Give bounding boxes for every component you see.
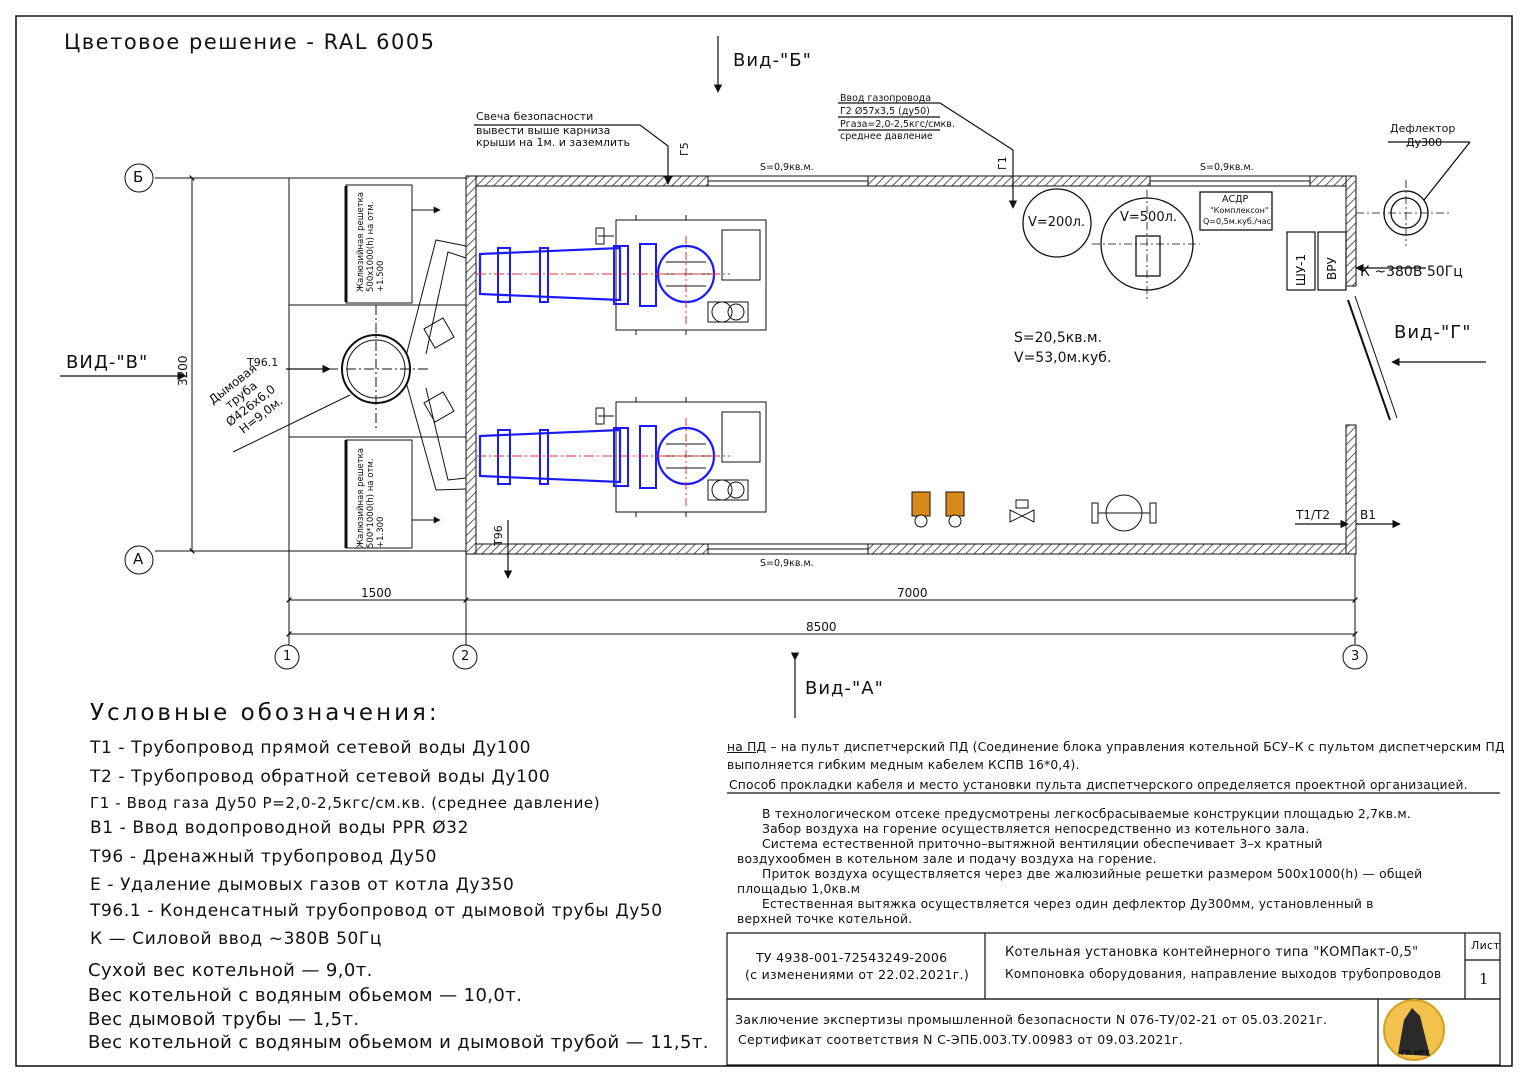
view-b-label: Вид-"Б" (733, 50, 812, 71)
b1-label: В1 (1360, 508, 1376, 522)
candle-note-1: Свеча безопасности (476, 110, 594, 123)
title-block (726, 792, 1501, 1066)
boiler-bottom (476, 397, 767, 517)
shu-label: ШУ-1 (1294, 253, 1308, 286)
pd-line-2: выполняется гибким медным кабелем КСПВ 1… (727, 758, 1080, 772)
axis-bubble-3 (1342, 644, 1368, 670)
candle-note-3: крыши на 1м. и заземлить (476, 136, 630, 149)
axis-label-3: 3 (1351, 649, 1360, 664)
cert-line-1: Заключение экспертизы промышленной безоп… (735, 1012, 1328, 1027)
dimension-lines (189, 175, 1358, 637)
axis-label-1: 1 (283, 649, 292, 664)
view-v-label: ВИД-"В" (66, 352, 149, 373)
opening-area-bottom: S=0,9кв.м. (760, 558, 814, 569)
axis-label-a: А (133, 550, 144, 568)
opening-area-top-1: S=0,9кв.м. (760, 162, 814, 173)
note-para-2: Забор воздуха на горение осуществляется … (762, 822, 1310, 836)
boiler-top (476, 215, 767, 335)
t96-label: Т96 (492, 525, 505, 546)
pumps (911, 491, 1157, 532)
grille-bottom-label: Жалюзийная решетка 500*1000(h) на отм. +… (356, 447, 386, 548)
weight-dry: Сухой вес котельной — 9,0т. (88, 960, 373, 981)
legend-item-e: Е - Удаление дымовых газов от котла Ду35… (90, 875, 515, 895)
pd-line-1: – на пульт диспетчерский ПД (Соединение … (766, 740, 1505, 754)
company-logo (1383, 999, 1445, 1061)
note-para-5: Приток воздуха осуществляется через две … (762, 867, 1423, 881)
axis-bubble-a (124, 545, 154, 575)
dim-7000: 7000 (897, 586, 928, 600)
weight-water: Вес котельной с водяным обьемом — 10,0т. (88, 985, 523, 1006)
arrows (60, 36, 1486, 718)
legend-item-k: К — Силовой ввод ~380В 50Гц (90, 929, 383, 949)
axis-bubble-2 (452, 644, 478, 670)
tanks (1022, 188, 1273, 300)
drawing-name: Компоновка оборудования, направление вых… (1005, 967, 1442, 981)
g5-label: Г5 (678, 142, 691, 156)
note-para-3: Система естественной приточно–вытяжной в… (762, 837, 1323, 851)
weight-total: Вес котельной с водяным обьемом и дымово… (88, 1032, 709, 1053)
legend-item-t2: Т2 - Трубопровод обратной сетевой воды Д… (90, 767, 551, 787)
tu-line-1: ТУ 4938-001-72543249-2006 (756, 950, 948, 965)
grid-axes (124, 163, 1368, 670)
gas-note-4: среднее давление (840, 131, 933, 142)
gas-note-1: Ввод газопровода (840, 93, 932, 104)
pd-lead: на ПД (727, 740, 767, 754)
gas-note-2: Г2 Ø57х3,5 (ду50) (840, 106, 930, 117)
deflector-note-2: Ду300 (1406, 136, 1443, 149)
note-para-7: Естественная вытяжка осуществляется чере… (762, 897, 1374, 911)
dim-8500: 8500 (806, 620, 837, 634)
electrical-cabinets (1286, 231, 1347, 291)
dim-1500: 1500 (361, 586, 392, 600)
legend-item-b1: В1 - Ввод водопроводной воды PPR Ø32 (90, 818, 470, 838)
axis-label-2: 2 (461, 649, 470, 664)
legend-item-t961: Т96.1 - Конденсатный трубопровод от дымо… (90, 901, 663, 921)
room-area-label: S=20,5кв.м. (1014, 330, 1102, 346)
dim-height: 3200 (176, 355, 190, 386)
opening-area-top-2: S=0,9кв.м. (1200, 162, 1254, 173)
legend-item-t1: Т1 - Трубопровод прямой сетевой воды Ду1… (90, 738, 531, 758)
asdr-label-2: "Комплексон" (1210, 206, 1269, 215)
logo-text: ГК ИРТ (1401, 1049, 1430, 1057)
axis-bubble-b (124, 163, 154, 193)
gas-note-3: Ргаза=2,0-2,5кгс/смкв. (840, 119, 955, 130)
note-para-8: верхней точке котельной. (737, 912, 913, 926)
power-input-label: К ~380В 50Гц (1360, 264, 1463, 280)
legend-item-t96: Т96 - Дренажный трубопровод Ду50 (90, 847, 438, 867)
asdr-label-3: Q=0,5м.куб./час (1203, 217, 1272, 226)
project-name: Котельная установка контейнерного типа "… (1005, 945, 1419, 960)
container-walls (465, 175, 1398, 555)
asdr-label-1: АСДР (1222, 194, 1249, 205)
color-solution-title: Цветовое решение - RAL 6005 (64, 30, 436, 54)
grille-top-label: Жалюзийная решетка 500х1000(h) на отм. +… (356, 191, 386, 292)
cert-line-2: Сертификат соответствия N С-ЭПБ.003.ТУ.0… (738, 1032, 1184, 1047)
weight-chimney: Вес дымовой трубы — 1,5т. (88, 1009, 360, 1030)
sheet-frame (15, 15, 1513, 1067)
deflector-symbol (1356, 141, 1471, 246)
view-g-label: Вид-"Г" (1394, 322, 1472, 343)
room-volume-label: V=53,0м.куб. (1014, 350, 1112, 366)
legend-item-g1: Г1 - Ввод газа Ду50 Р=2,0-2,5кгс/см.кв. … (90, 794, 601, 812)
tank-500-label: V=500л. (1120, 210, 1178, 225)
vru-label: ВРУ (1325, 257, 1339, 280)
note-para-4: воздухообмен в котельном зале и подачу в… (737, 852, 1157, 866)
chimney-annex (232, 177, 467, 552)
t961-label: Т96.1 (247, 356, 279, 369)
t1t2-label: Т1/Т2 (1296, 508, 1330, 522)
g1-label: Г1 (996, 156, 1009, 170)
axis-bubble-1 (274, 644, 300, 670)
note-para-6: площадью 1,0кв.м (737, 882, 861, 896)
sheet-number: 1 (1479, 970, 1489, 988)
deflector-note-1: Дефлектор (1390, 122, 1456, 135)
axis-label-b: Б (133, 168, 144, 186)
candle-note-2: вывести выше карниза (476, 124, 611, 137)
sheet-label: Лист (1471, 939, 1501, 952)
tu-line-2: (с изменениями от 22.02.2021г.) (745, 967, 970, 982)
view-a-label: Вид-"А" (805, 678, 884, 699)
note-para-1: В технологическом отсеке предусмотрены л… (762, 807, 1411, 821)
legend-title: Условные обозначения: (90, 700, 440, 726)
cable-note: Способ прокладки кабеля и место установк… (729, 778, 1468, 792)
tank-200-label: V=200л. (1028, 215, 1086, 230)
